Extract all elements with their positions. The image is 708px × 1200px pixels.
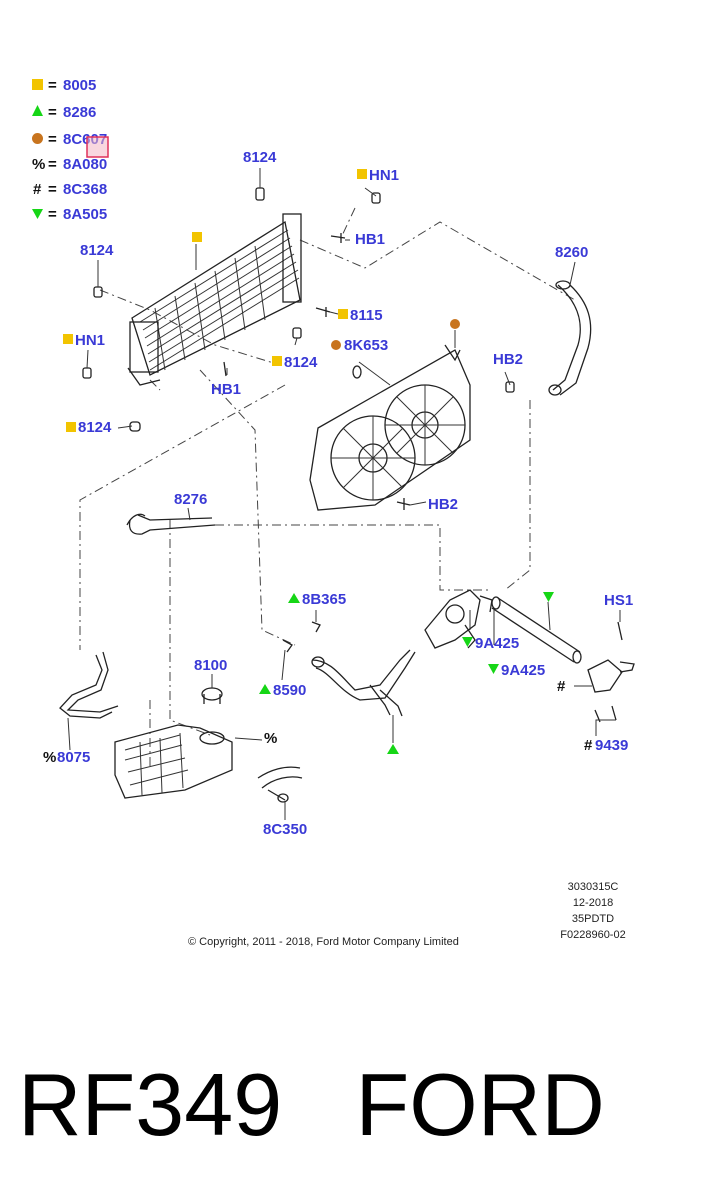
- square-icon: [357, 169, 367, 179]
- hose-8276: [126, 513, 216, 535]
- callout-hs1: HS1: [604, 592, 633, 609]
- triangle-down-icon: [488, 664, 499, 674]
- connection-lines: [79, 207, 576, 770]
- bypass-tube: [491, 596, 582, 664]
- callout-8075: 8075: [57, 749, 90, 766]
- water-outlet: [587, 621, 635, 723]
- triangle-down-icon: [462, 637, 473, 647]
- legend-hash-symbol: #: [33, 181, 42, 198]
- callout-hb2-bottom: HB2: [428, 496, 458, 513]
- callout-8124-top: 8124: [243, 149, 277, 166]
- legend-equals: =: [48, 131, 57, 148]
- callout-labels: 8124 HN1 HB1 8124 8260 8115 HN1 8K653 81…: [43, 149, 633, 838]
- leader-lines: [67, 168, 621, 820]
- legend-code-8005: 8005: [63, 77, 96, 94]
- legend-equals: =: [48, 206, 57, 223]
- callout-hb1-top: HB1: [355, 231, 385, 248]
- legend-triangle-up-icon: [32, 105, 43, 116]
- callout-hn1-left: HN1: [75, 332, 105, 349]
- triangle-up-icon: [387, 744, 399, 754]
- legend-percent-symbol: %: [32, 156, 45, 173]
- callout-8k653: 8K653: [344, 337, 388, 354]
- radiator: [127, 213, 302, 386]
- callout-hash-9439-symbol: #: [584, 737, 593, 754]
- callout-8100: 8100: [194, 657, 227, 674]
- callout-8260: 8260: [555, 244, 588, 261]
- callout-8115: 8115: [350, 307, 383, 324]
- part-caption: RF349 FORD: [18, 1055, 605, 1154]
- legend-equals: =: [48, 104, 57, 121]
- square-icon: [338, 309, 348, 319]
- triangle-up-icon: [288, 593, 300, 603]
- legend-code-8c368: 8C368: [63, 181, 107, 198]
- upper-hose-8260: [548, 280, 592, 396]
- callout-hb2-right: HB2: [493, 351, 523, 368]
- callout-percent-mark: %: [264, 730, 277, 747]
- legend-equals: =: [48, 156, 57, 173]
- fan-shroud: [309, 344, 471, 511]
- square-icon: [63, 334, 73, 344]
- legend-code-8a080: 8A080: [63, 156, 107, 173]
- square-icon: [66, 422, 76, 432]
- legend-triangle-down-icon: [32, 209, 43, 219]
- radiator-fasteners: [82, 187, 515, 510]
- lower-hose: [282, 621, 416, 717]
- callout-8b365: 8B365: [302, 591, 346, 608]
- circle-icon: [450, 319, 460, 329]
- legend-equals: =: [48, 181, 57, 198]
- legend: = 8005 = 8286 = 8C607 % = 8A080 # = 8C36…: [32, 77, 109, 223]
- hose-8c350: [257, 766, 303, 803]
- hose-8075: [59, 651, 119, 719]
- degas-bottle: [114, 687, 233, 799]
- legend-square-icon: [32, 79, 43, 90]
- doc-model-code: 35PDTD: [572, 913, 614, 925]
- callout-8590: 8590: [273, 682, 306, 699]
- square-icon: [272, 356, 282, 366]
- callout-8276: 8276: [174, 491, 207, 508]
- callout-percent-8075-symbol: %: [43, 749, 56, 766]
- callout-8124-left: 8124: [80, 242, 114, 259]
- legend-equals: =: [48, 77, 57, 94]
- callout-symbols: [63, 169, 554, 754]
- doc-figure-id: F0228960-02: [560, 929, 625, 941]
- callout-hb1-bottom: HB1: [211, 381, 241, 398]
- callout-9439: 9439: [595, 737, 628, 754]
- triangle-down-icon: [543, 592, 554, 602]
- triangle-up-icon: [259, 684, 271, 694]
- callout-8c350: 8C350: [263, 821, 307, 838]
- callout-8124-low: 8124: [78, 419, 112, 436]
- doc-date: 12-2018: [573, 897, 613, 909]
- legend-circle-icon: [32, 133, 43, 144]
- callout-hn1-top: HN1: [369, 167, 399, 184]
- square-icon: [192, 232, 202, 242]
- document-info: 3030315C 12-2018 35PDTD F0228960-02 © Co…: [188, 881, 626, 948]
- copyright-text: © Copyright, 2011 - 2018, Ford Motor Com…: [188, 936, 459, 948]
- legend-code-8a505: 8A505: [63, 206, 107, 223]
- callout-9a425-a: 9A425: [475, 635, 519, 652]
- cooling-system-diagram: = 8005 = 8286 = 8C607 % = 8A080 # = 8C36…: [32, 77, 635, 948]
- callout-9a425-b: 9A425: [501, 662, 545, 679]
- callout-8124-mid: 8124: [284, 354, 318, 371]
- doc-id: 3030315C: [568, 881, 619, 893]
- callout-hash-mark: #: [557, 678, 566, 695]
- highlight-box[interactable]: [86, 136, 109, 158]
- legend-code-8286: 8286: [63, 104, 96, 121]
- circle-icon: [331, 340, 341, 350]
